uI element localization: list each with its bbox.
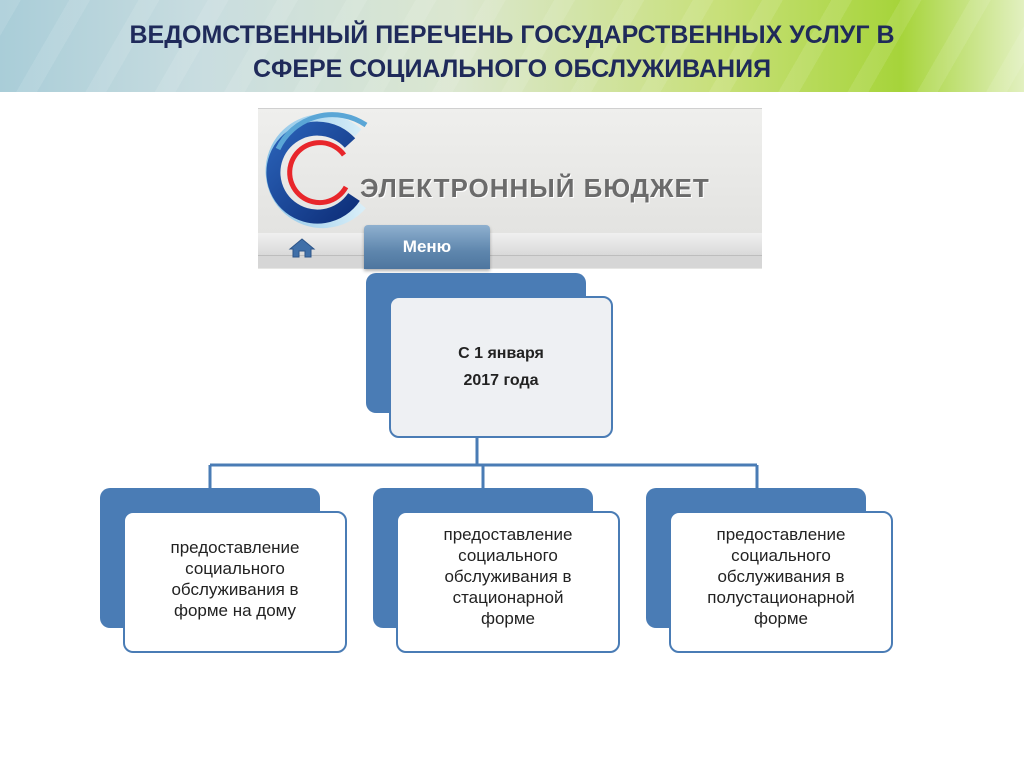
- child-2-line-5: форме: [480, 609, 536, 628]
- child-2-line-1: предоставление: [443, 525, 573, 544]
- child-2-line-3: обслуживания в: [444, 567, 572, 586]
- child-1-line-4: форме на дому: [173, 601, 297, 620]
- root-line-2: 2017 года: [463, 372, 539, 389]
- menu-tab[interactable]: Меню: [364, 225, 490, 269]
- child-node-1: [123, 511, 347, 653]
- child-1-line-3: обслуживания в: [171, 580, 299, 599]
- child-3-line-1: предоставление: [716, 525, 846, 544]
- child-node-3: [669, 511, 893, 653]
- page-title: ВЕДОМСТВЕННЫЙ ПЕРЕЧЕНЬ ГОСУДАРСТВЕННЫХ У…: [40, 18, 984, 86]
- child-node-3-text: предоставление социального обслуживания …: [669, 524, 893, 629]
- child-1-line-2: социального: [185, 559, 285, 578]
- child-1-line-1: предоставление: [170, 538, 300, 557]
- title-line-1: ВЕДОМСТВЕННЫЙ ПЕРЕЧЕНЬ ГОСУДАРСТВЕННЫХ У…: [129, 21, 895, 49]
- child-node-2-text: предоставление социального обслуживания …: [396, 524, 620, 629]
- root-node: [389, 296, 613, 438]
- child-2-line-4: стационарной: [452, 588, 564, 607]
- header-banner: [0, 0, 1024, 92]
- child-3-line-5: форме: [753, 609, 809, 628]
- child-3-line-4: полустационарной: [707, 588, 855, 607]
- electronic-budget-logo: ЭЛЕКТРОННЫЙ БЮДЖЕТ Меню: [258, 108, 762, 269]
- child-3-line-2: социального: [731, 546, 831, 565]
- child-2-line-2: социального: [458, 546, 558, 565]
- home-icon[interactable]: [288, 237, 316, 259]
- child-3-line-3: обслуживания в: [717, 567, 845, 586]
- child-node-1-text: предоставление социального обслуживания …: [123, 537, 347, 621]
- title-line-2: СФЕРЕ СОЦИАЛЬНОГО ОБСЛУЖИВАНИЯ: [252, 55, 772, 83]
- logo-ring-icon: [265, 112, 368, 229]
- logo-name: ЭЛЕКТРОННЫЙ БЮДЖЕТ: [360, 173, 710, 203]
- root-line-1: С 1 января: [458, 345, 544, 362]
- child-node-2: [396, 511, 620, 653]
- root-node-text: С 1 января 2017 года: [389, 340, 613, 394]
